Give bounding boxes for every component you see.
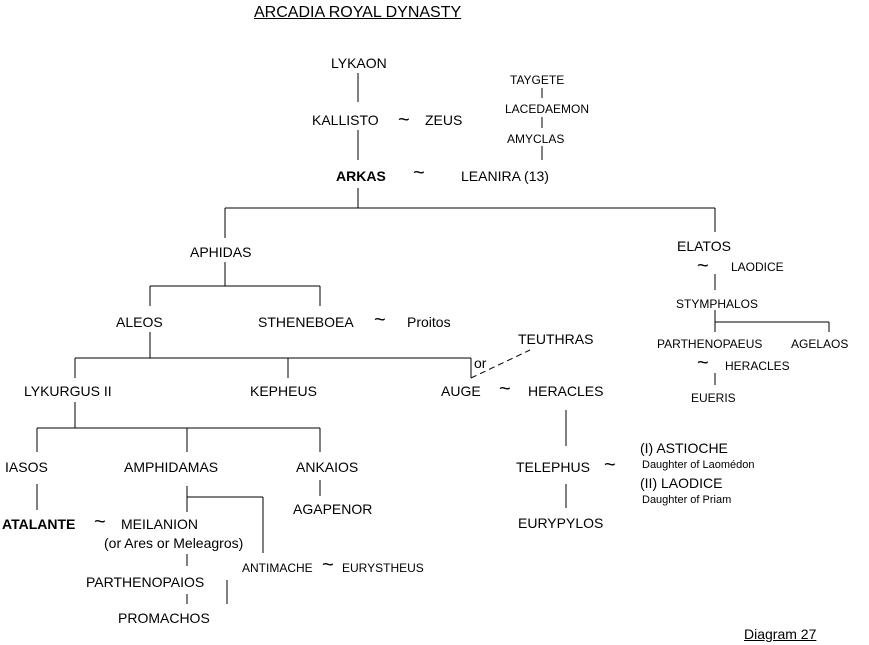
marriage-symbol-elatos-laodice: ~ <box>697 255 709 277</box>
node-lacedaemon: LACEDAEMON <box>505 102 590 116</box>
marriage-symbol-stheneboea-proitos: ~ <box>374 309 386 331</box>
node-auge: AUGE <box>441 383 481 399</box>
line-teuthras-auge <box>470 349 531 379</box>
node-meilanion: MEILANION <box>121 516 199 532</box>
node-teuthras: TEUTHRAS <box>518 331 594 347</box>
node-eueris: EUERIS <box>691 391 736 405</box>
marriage-symbol-antimache-eurystheus: ~ <box>322 554 334 576</box>
node-stymphalos: STYMPHALOS <box>676 297 759 311</box>
node-aleos: ALEOS <box>116 314 163 330</box>
marriage-symbol-parthenopaeus-heracles: ~ <box>697 352 709 374</box>
diagram-title: ARCADIA ROYAL DYNASTY <box>254 4 462 21</box>
node-kallisto: KALLISTO <box>312 112 379 128</box>
node-agapenor: AGAPENOR <box>293 501 373 517</box>
diagram-footer-label: Diagram 27 <box>744 626 817 642</box>
node-atalante: ATALANTE <box>2 516 76 532</box>
note-laodice-priam: Daughter of Priam <box>642 494 732 506</box>
node-arkas: ARKAS <box>336 168 386 184</box>
node-lykurgus: LYKURGUS II <box>24 383 112 399</box>
node-lykaon: LYKAON <box>331 55 387 71</box>
node-zeus: ZEUS <box>425 112 463 128</box>
node-leanira: LEANIRA (13) <box>461 168 549 184</box>
node-elatos: ELATOS <box>677 238 731 254</box>
node-eurystheus: EURYSTHEUS <box>342 561 424 575</box>
marriage-symbol-arkas-leanira: ~ <box>413 162 425 184</box>
node-proitos: Proitos <box>407 314 451 330</box>
node-amyclas: AMYCLAS <box>507 132 565 146</box>
node-astioche: (I) ASTIOCHE <box>640 440 728 456</box>
node-kepheus: KEPHEUS <box>250 383 317 399</box>
note-astioche: Daughter of Laomédon <box>642 459 755 471</box>
node-eurypylos: EURYPYLOS <box>518 515 604 531</box>
marriage-symbol-auge-heracles: ~ <box>499 378 511 400</box>
node-amphidamas: AMPHIDAMAS <box>124 459 219 475</box>
alternative-or-label: or <box>474 355 487 371</box>
note-meilanion: (or Ares or Meleagros) <box>104 535 244 551</box>
node-parthenopaios: PARTHENOPAIOS <box>86 574 205 590</box>
node-heracles-small: HERACLES <box>725 359 790 373</box>
node-laodice-priam: (II) LAODICE <box>640 475 723 491</box>
node-iasos: IASOS <box>5 459 48 475</box>
node-telephus: TELEPHUS <box>516 459 590 475</box>
node-agelaos: AGELAOS <box>791 337 849 351</box>
node-heracles: HERACLES <box>528 383 604 399</box>
node-taygete: TAYGETE <box>510 73 565 87</box>
node-stheneboea: STHENEBOEA <box>258 314 354 330</box>
marriage-symbol-atalante-meilanion: ~ <box>94 511 106 533</box>
marriage-symbol-kallisto-zeus: ~ <box>398 109 410 131</box>
node-antimache: ANTIMACHE <box>242 561 313 575</box>
marriage-symbol-telephus: ~ <box>604 454 616 476</box>
node-ankaios: ANKAIOS <box>296 459 359 475</box>
node-aphidas: APHIDAS <box>190 244 252 260</box>
node-laodice-elatos: LAODICE <box>731 260 784 274</box>
node-parthenopaeus: PARTHENOPAEUS <box>657 337 763 351</box>
node-promachos: PROMACHOS <box>118 610 210 626</box>
